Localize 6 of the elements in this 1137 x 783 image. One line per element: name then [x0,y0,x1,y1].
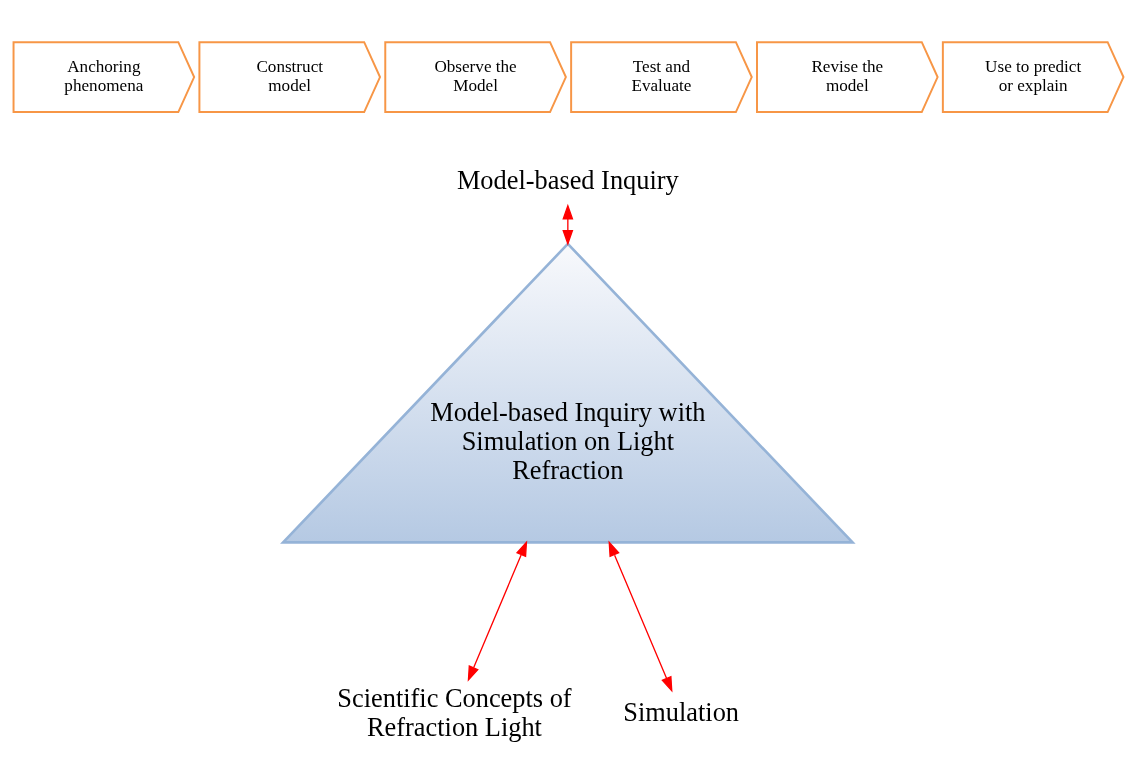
arrow [467,540,528,682]
node-text: Simulation [623,698,740,728]
arrow [608,540,673,693]
arrow [562,203,574,246]
node-text: Model-based Inquiry [456,165,679,195]
node-text: Scientific Concepts of Refraction Light [337,683,572,742]
